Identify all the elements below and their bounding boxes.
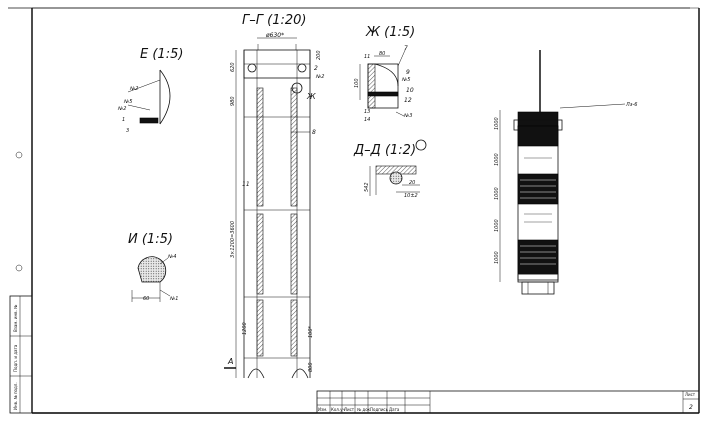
sheet-frame	[8, 7, 700, 414]
section-dd-title: Д–Д (1:2)	[353, 143, 416, 158]
tb-header-izm: Изм.	[318, 407, 327, 412]
main-label-pos2: 2	[314, 65, 318, 72]
dim-mid-left: 980	[230, 96, 236, 106]
detail-zh-view: Ж (1:5) 80 100 11 7 9 №5 10 12 13 14 №3	[354, 25, 415, 123]
detail-zh-p11: 11	[364, 54, 370, 60]
punch-hole	[15, 264, 23, 272]
dim-diameter: ø630*	[265, 32, 284, 39]
dim-lower-left: 1200	[242, 322, 248, 335]
dim-top-left: 620	[230, 62, 236, 72]
detail-zh-pn5: №5	[401, 77, 410, 83]
tb-header-date: Дата	[389, 407, 400, 412]
main-label-a: A	[227, 357, 233, 366]
tb-header-ndoc: № док.	[357, 407, 371, 412]
dim-bottom-right2: 800	[308, 362, 314, 372]
detail-i-label-2: №1	[169, 296, 178, 302]
detail-zh-p7: 7	[404, 45, 408, 52]
punch-hole	[15, 151, 23, 159]
section-dd-view: Д–Д (1:2) 542 20 10±2	[353, 139, 427, 199]
strip-label-sign: Подп. и дата	[13, 344, 18, 372]
detail-e-label-2: №5	[123, 99, 132, 105]
main-label-pos11: 11	[242, 181, 250, 188]
main-section-view: Г–Г (1:20) ø630* 620 200 980 3×1200=3600…	[224, 13, 324, 379]
strip-label-replace: Взам. инв. №	[13, 305, 18, 332]
dim-top-right: 200	[316, 50, 322, 60]
tb-header-kolu: Кол.уч	[331, 407, 345, 412]
detail-zh-p14: 14	[364, 117, 370, 123]
elevation-dim-4: 1000	[494, 219, 500, 232]
elevation-dim-1: 1000	[494, 117, 500, 130]
detail-i-label-1: №4	[167, 254, 176, 260]
detail-zh-p13: 13	[364, 109, 370, 115]
detail-zh-dim-top: 80	[379, 51, 385, 57]
detail-i-seal	[137, 256, 167, 283]
detail-zh-p12: 12	[404, 97, 412, 104]
elevation-dim-2: 1000	[494, 153, 500, 166]
main-label-n2: №2	[315, 74, 324, 80]
strip-label-inv: Инв. № подл.	[13, 382, 18, 410]
detail-zh-pn3: №3	[403, 113, 412, 119]
detail-e-label-1: №2	[129, 86, 138, 92]
left-binding-strip: Инв. № подл. Подп. и дата Взам. инв. №	[9, 295, 33, 414]
detail-zh-p10: 10	[406, 87, 414, 94]
detail-zh-title: Ж (1:5)	[365, 25, 415, 40]
detail-e-title: Е (1:5)	[140, 47, 183, 62]
section-dd-dim-r1: 20	[409, 180, 415, 186]
section-dd-dim-left: 542	[364, 182, 370, 192]
tb-header-list: Лист	[344, 407, 355, 412]
detail-i-title: И (1:5)	[128, 232, 173, 247]
title-block: Изм. Кол.уч Лист № док. Подпись Дата Лис…	[316, 390, 700, 414]
detail-e-label-4: 1	[122, 117, 125, 123]
main-label-zh: Ж	[306, 92, 316, 101]
tb-header-sign: Подпись	[370, 407, 389, 412]
main-section-title: Г–Г (1:20)	[242, 13, 306, 28]
detail-e-label-5: 3	[126, 128, 129, 134]
elevation-dim-3: 1000	[494, 187, 500, 200]
detail-e-view: Е (1:5) №2 №5 №2 1 3	[117, 47, 183, 134]
tb-sheet-number: 2	[689, 404, 693, 411]
section-dd-dim-r2: 10±2	[404, 193, 418, 199]
elevation-view: Лз-6 1000 1000 1000 1000 1000	[494, 50, 637, 295]
dim-span: 3×1200=3600	[230, 221, 236, 258]
main-label-pos8: 8	[312, 129, 316, 136]
elevation-leader: Лз-6	[625, 102, 637, 108]
tb-sheet-label: Лист	[685, 392, 696, 397]
elevation-dim-5: 1000	[494, 251, 500, 264]
detail-i-view: И (1:5) 60 №4 №1	[128, 232, 178, 302]
detail-i-dim: 60	[143, 296, 149, 302]
detail-zh-p9: 9	[406, 69, 410, 76]
dim-bottom-right: 100*	[308, 325, 314, 338]
detail-zh-dim-left: 100	[354, 78, 360, 88]
detail-e-label-3: №2	[117, 106, 126, 112]
